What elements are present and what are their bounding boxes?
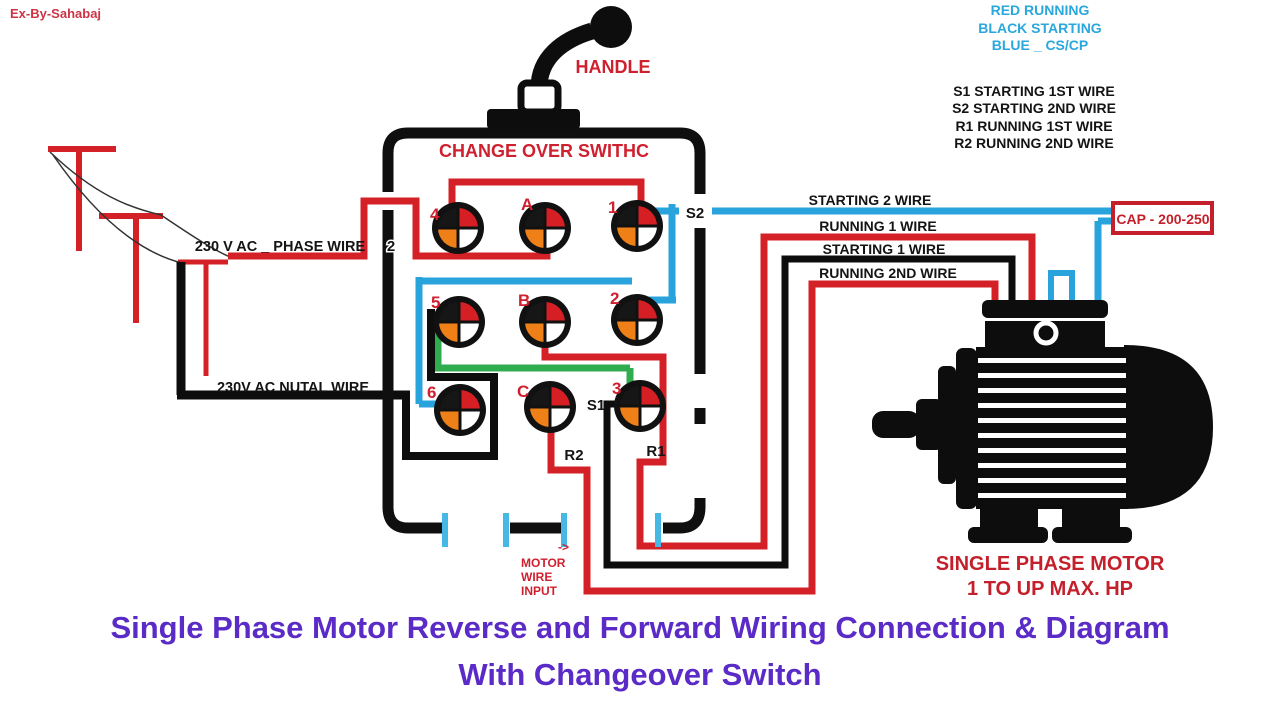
s2-tag-backing: [679, 202, 712, 220]
red-jumper-4-1: [448, 178, 645, 206]
legend-s1: S1 STARTING 1ST WIRE: [953, 83, 1115, 99]
wire-legend: S1 STARTING 1ST WIRE S2 STARTING 2ND WIR…: [952, 83, 1116, 151]
terminal-label-5: 5: [431, 293, 440, 312]
switch-border-bottom-right: [663, 498, 706, 534]
phase-wire-label: 230 V AC _ PHASE WIRE: [195, 239, 366, 255]
motor-foot-left: [980, 505, 1038, 531]
terminal-label-3: 3: [612, 379, 621, 398]
switch-enclosure: [382, 127, 706, 534]
capacitor-label: CAP - 200-250: [1116, 211, 1209, 227]
motor-endbell-bar: [938, 366, 956, 484]
motor-pad-left: [968, 527, 1048, 543]
wiring-diagram-canvas: Ex-By-Sahabaj RED RUNNING BLACK STARTING…: [10, 2, 1214, 600]
switch-border-top: [382, 127, 706, 194]
run-wire-labels: STARTING 2 WIRE RUNNING 1 WIRE STARTING …: [809, 192, 957, 281]
handle-knob: [590, 6, 632, 48]
motor-shaft-collar: [916, 399, 942, 450]
input-line1: MOTOR: [521, 556, 566, 570]
page-title: Single Phase Motor Reverse and Forward W…: [0, 606, 1280, 700]
s1-tag: S1: [587, 397, 605, 414]
handle-label: HANDLE: [576, 57, 651, 77]
capacitor-box: CAP - 200-250: [1111, 201, 1214, 235]
motor-fins: [978, 358, 1126, 498]
terminal-label-4: 4: [430, 205, 440, 224]
handle-grip: [517, 79, 562, 116]
legend-red-running: RED RUNNING: [991, 2, 1090, 18]
legend-r2: R2 RUNNING 2ND WIRE: [954, 135, 1113, 151]
page-title-line1: Single Phase Motor Reverse and Forward W…: [110, 610, 1170, 645]
motor-box-eyelet: [1033, 320, 1059, 346]
running2nd-label: RUNNING 2ND WIRE: [819, 265, 957, 281]
catenary-wires: [49, 151, 231, 264]
black-wire-5-to-6-bracket: [402, 309, 498, 460]
motor: [872, 300, 1213, 543]
handle-lever: [530, 22, 595, 89]
motor-name: SINGLE PHASE MOTOR: [936, 553, 1165, 575]
color-legend: RED RUNNING BLACK STARTING BLUE _ CS/CP: [978, 2, 1102, 53]
terminal-3: [612, 378, 668, 434]
r1-tag: R1: [646, 443, 665, 460]
power-poles: [48, 146, 228, 376]
red-running2nd-wire: [547, 280, 999, 595]
s2-tag: S2: [686, 205, 704, 222]
input-line3: INPUT: [521, 584, 558, 598]
legend-blue-cs: BLUE _ CS/CP: [992, 37, 1088, 53]
switch-handle: HANDLE: [487, 6, 651, 129]
input-line2: WIRE: [521, 570, 552, 584]
switch-title: CHANGE OVER SWITHC: [439, 141, 649, 161]
switch-terminals: [430, 198, 668, 438]
terminal-label-1: 1: [608, 198, 617, 217]
legend-r1: R1 RUNNING 1ST WIRE: [955, 118, 1112, 134]
legend-s2: S2 STARTING 2ND WIRE: [952, 100, 1116, 116]
terminal-label-2: 2: [610, 289, 619, 308]
terminal-6: [432, 382, 488, 438]
red-running1-wire: [541, 233, 1036, 550]
legend-black-starting: BLACK STARTING: [978, 20, 1102, 36]
terminal-5: [431, 294, 487, 350]
terminal-label-B: B: [518, 291, 530, 310]
pole-3: [178, 259, 228, 376]
blue-motor-jumper: [1048, 270, 1075, 308]
terminal-labels: 4 A 1 5 B 2 6 C 3: [427, 195, 621, 402]
terminal-1: [609, 198, 665, 254]
terminal-label-C: C: [517, 382, 529, 401]
motor-foot-right: [1062, 505, 1120, 531]
switch-border-left-bottom: [382, 210, 443, 534]
border-digit: 2: [387, 238, 395, 255]
motor-body: [976, 347, 1128, 509]
terminal-label-6: 6: [427, 383, 436, 402]
input-arrow: ->: [558, 540, 569, 554]
motor-terminal-box-lid: [982, 300, 1108, 318]
motor-input-ticks: [442, 513, 661, 547]
running1-label: RUNNING 1 WIRE: [819, 218, 936, 234]
phase-wire: [228, 197, 551, 260]
motor-dome: [1124, 345, 1213, 509]
terminal-label-A: A: [521, 195, 533, 214]
terminal-4: [430, 200, 486, 256]
starting2-label: STARTING 2 WIRE: [809, 192, 932, 208]
blue-cap-to-motor-wire: [1094, 217, 1113, 310]
r2-tag: R2: [564, 447, 583, 464]
motor-pad-right: [1052, 527, 1132, 543]
starting1-label: STARTING 1 WIRE: [823, 241, 946, 257]
watermark: Ex-By-Sahabaj: [10, 6, 101, 21]
black-starting1-wire: [603, 255, 1016, 569]
motor-rating: 1 TO UP MAX. HP: [967, 578, 1133, 600]
page-title-line2: With Changeover Switch: [458, 657, 822, 692]
motor-shaft: [872, 411, 920, 438]
neutral-wire-label: 230V AC NUTAL WIRE: [217, 380, 369, 396]
pole-2: [99, 213, 163, 323]
motor-flange: [956, 348, 977, 509]
motor-wire-input-note: -> MOTOR WIRE INPUT: [521, 540, 569, 598]
pole-1: [48, 146, 116, 251]
terminal-C: [522, 379, 578, 435]
neutral-wire: [176, 262, 410, 400]
